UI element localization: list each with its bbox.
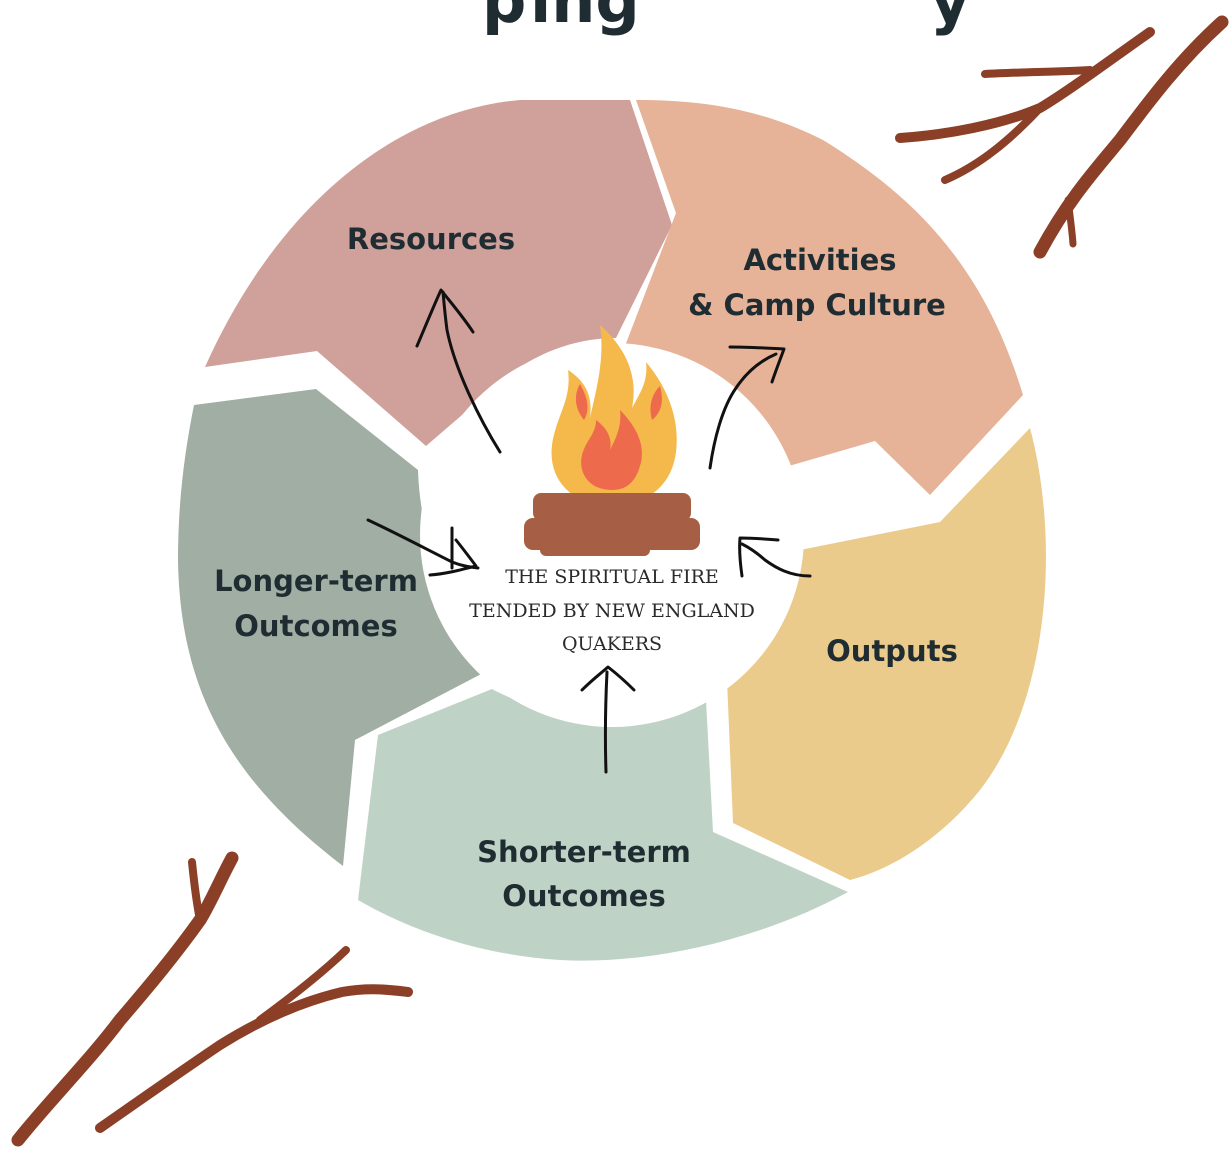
svg-text:ing: ing <box>530 0 640 37</box>
branch-top-right-twig2 <box>981 66 1094 78</box>
svg-text:p: p <box>482 0 526 37</box>
arrow-from-longer-term <box>366 518 480 577</box>
campfire-logs <box>524 493 700 556</box>
cropped-title: p ing y <box>482 0 970 37</box>
branch-icon <box>11 15 1229 1147</box>
longer-term-label-line2: Outcomes <box>234 609 397 643</box>
resources-label: Resources <box>347 222 515 256</box>
hand-drawn-arrow-icon <box>366 288 812 774</box>
arrow-to-resources <box>415 288 502 454</box>
branch-top-right-twig3 <box>941 104 1044 184</box>
arrow-from-shorter-term <box>580 665 636 774</box>
branch-bottom-left-main <box>11 851 239 1147</box>
activities-label-line2: & Camp Culture <box>688 288 946 322</box>
arrow-from-outputs <box>738 536 812 578</box>
flame-inner-shape <box>581 410 642 490</box>
longer-term-label-line1: Longer-term <box>214 564 418 598</box>
outputs-label: Outputs <box>826 634 958 668</box>
outputs-segment <box>727 428 1046 880</box>
branch-top-right-twig4 <box>1064 196 1077 248</box>
activities-label-line1: Activities <box>743 243 896 277</box>
resources-segment <box>205 100 672 446</box>
branch-bottom-left-twig1 <box>95 984 413 1133</box>
svg-text:y: y <box>930 0 970 37</box>
shorter-term-outcomes-segment <box>358 689 848 961</box>
shorter-term-label-line2: Outcomes <box>502 879 665 913</box>
campfire-icon <box>524 325 700 556</box>
center-label-line3: QUAKERS <box>562 633 662 655</box>
center-label-line2: TENDED BY NEW ENGLAND <box>469 600 755 622</box>
flame-spark-left <box>575 384 588 420</box>
branch-bottom-left-twig3 <box>188 858 204 924</box>
longer-term-outcomes-segment <box>178 389 485 866</box>
arrow-to-activities <box>708 345 786 470</box>
shorter-term-label-line1: Shorter-term <box>477 835 691 869</box>
center-label-line1: THE SPIRITUAL FIRE <box>505 566 719 588</box>
branch-bottom-left-twig2 <box>256 946 350 1024</box>
flame-spark-right <box>650 386 662 420</box>
